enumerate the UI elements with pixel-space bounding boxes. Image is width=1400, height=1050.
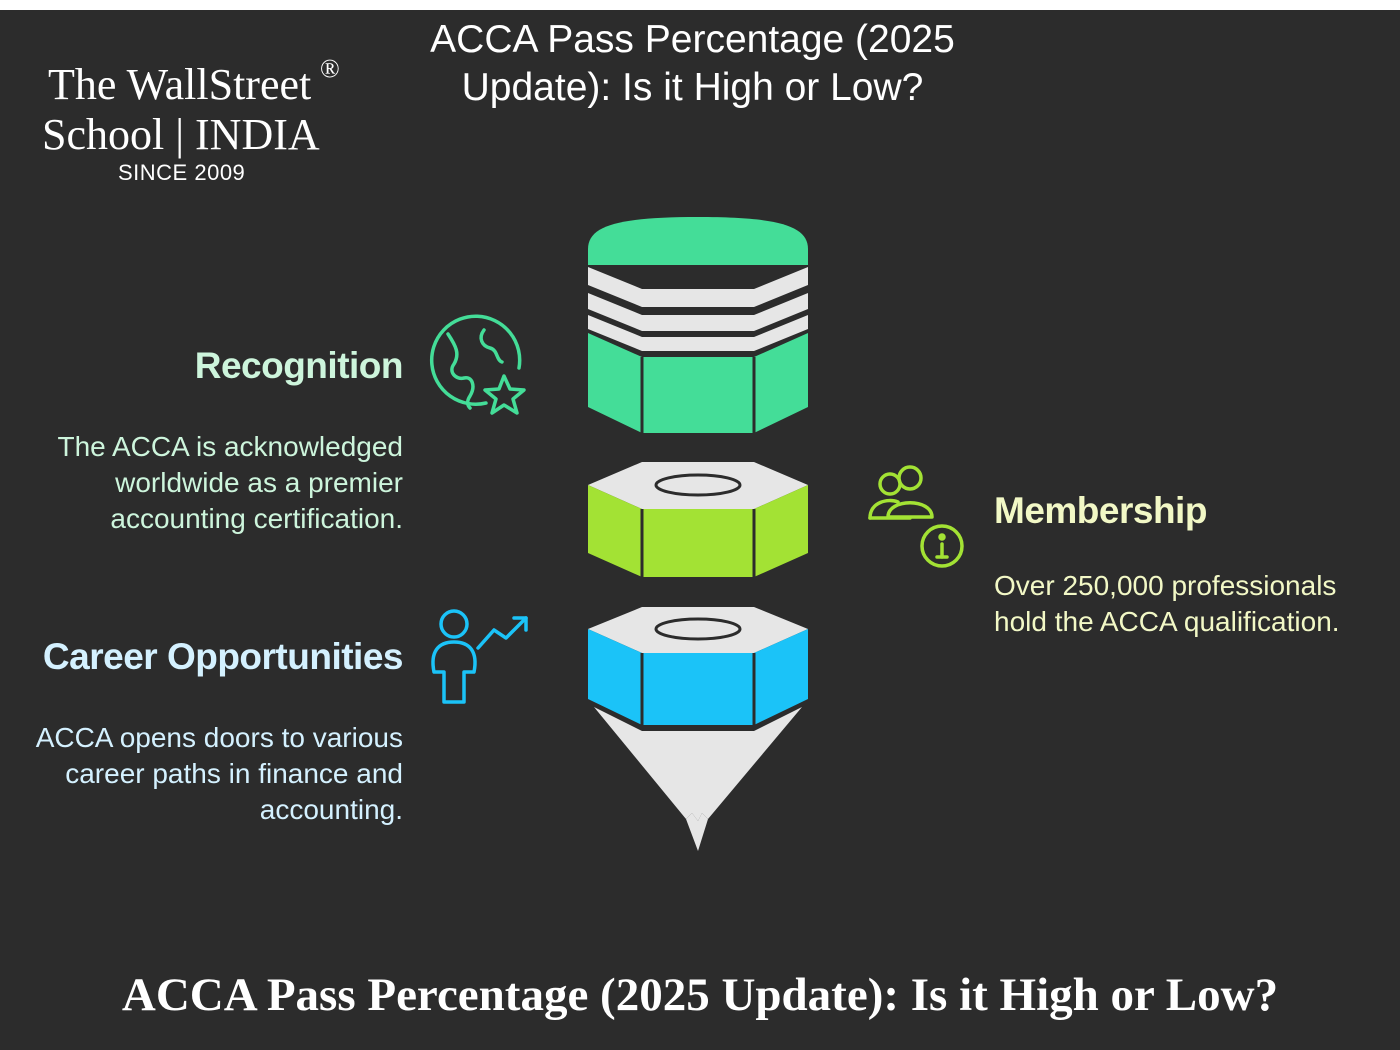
pencil-diagram <box>588 217 808 851</box>
membership-label: Membership <box>994 490 1207 531</box>
eraser-cap <box>588 217 808 265</box>
infographic-canvas: The WallStreet ® School | INDIA SINCE 20… <box>0 10 1400 1050</box>
ferrule-band-3 <box>588 315 808 351</box>
ferrule-band-1 <box>588 267 808 307</box>
career-description: ACCA opens doors to various career paths… <box>35 722 403 825</box>
blue-nut-hole <box>654 617 742 641</box>
people-info-icon <box>868 465 964 568</box>
footer-title: ACCA Pass Percentage (2025 Update): Is i… <box>121 969 1279 1021</box>
logo-since: SINCE 2009 <box>118 160 246 185</box>
recognition-description: The ACCA is acknowledged worldwide as a … <box>57 431 403 534</box>
lime-nut-top <box>588 462 808 509</box>
lime-nut-hole <box>654 473 742 497</box>
page-title: ACCA Pass Percentage (2025 Update): Is i… <box>430 18 955 109</box>
pencil-tip <box>594 707 802 821</box>
globe-star-icon <box>430 314 526 415</box>
logo-line-2: School | INDIA <box>42 110 320 159</box>
career-label: Career Opportunities <box>42 636 404 677</box>
membership-description: Over 250,000 professionals hold the ACCA… <box>994 570 1340 637</box>
blue-nut-top <box>588 607 808 653</box>
logo-line-1: The WallStreet <box>48 60 312 109</box>
logo-registered-mark: ® <box>320 54 340 83</box>
person-growth-icon <box>431 609 528 704</box>
ferrule-band-2 <box>588 293 808 331</box>
pencil-lead <box>686 813 708 851</box>
recognition-label: Recognition <box>194 345 404 386</box>
